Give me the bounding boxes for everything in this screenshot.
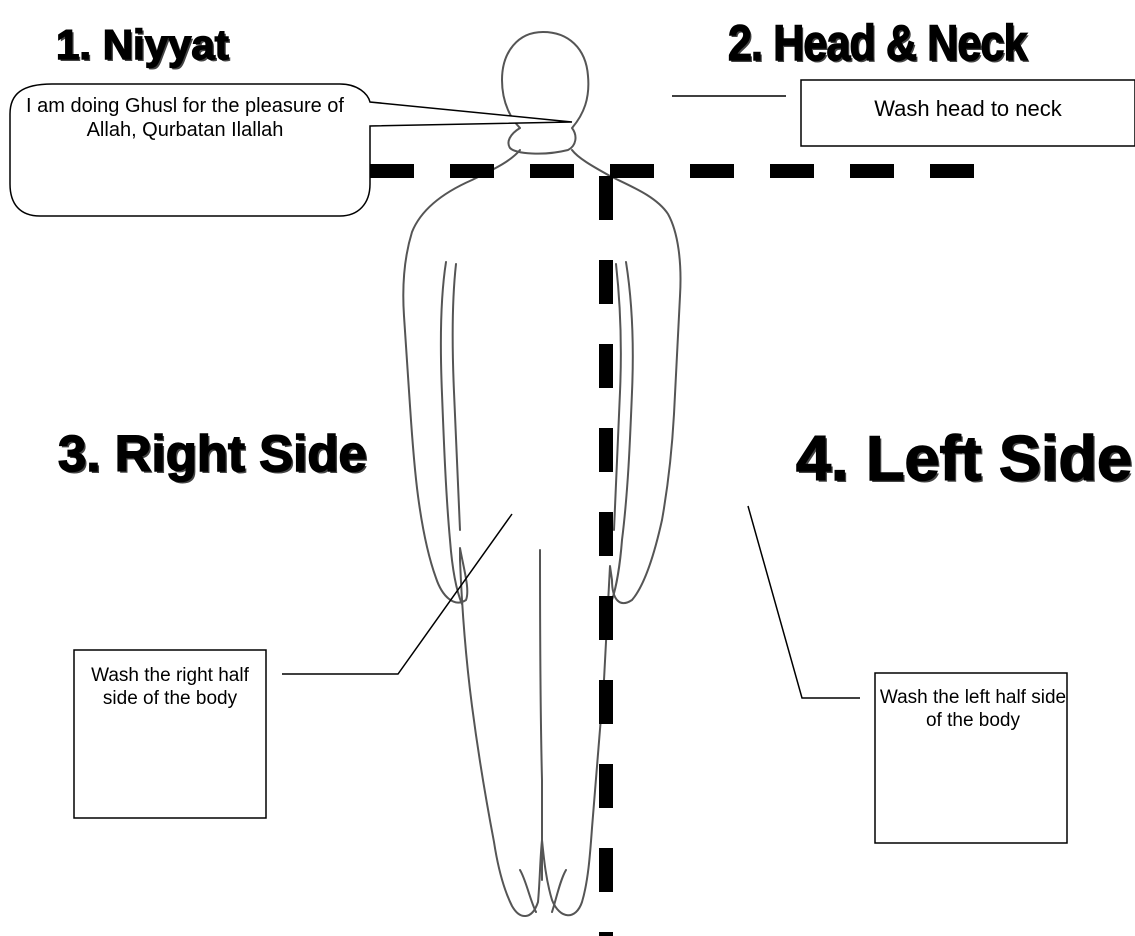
figure-leg-divider xyxy=(540,550,542,880)
head-neck-note: Wash head to neck xyxy=(808,96,1128,123)
figure-head xyxy=(502,32,588,154)
right-side-note: Wash the right half side of the body xyxy=(75,664,265,710)
left-side-title: 4. Left Side xyxy=(796,428,1132,491)
figure-leg-inner-left xyxy=(552,870,566,912)
figure-right-arm-inner xyxy=(441,262,462,604)
right-side-connector xyxy=(282,514,512,674)
niyyat-title: 1. Niyyat xyxy=(56,24,229,66)
niyyat-note: I am doing Ghusl for the pleasure of All… xyxy=(20,94,350,143)
left-side-connector xyxy=(748,506,860,698)
left-side-note: Wash the left half side of the body xyxy=(878,686,1068,732)
right-side-title: 3. Right Side xyxy=(58,428,367,479)
head-neck-title: 2. Head & Neck xyxy=(728,18,1027,68)
figure-left-arm-inner-2 xyxy=(614,264,621,530)
figure-leg-inner-right xyxy=(520,870,536,912)
figure-right-arm-inner-2 xyxy=(453,264,460,530)
figure-left-arm-inner xyxy=(612,262,633,600)
